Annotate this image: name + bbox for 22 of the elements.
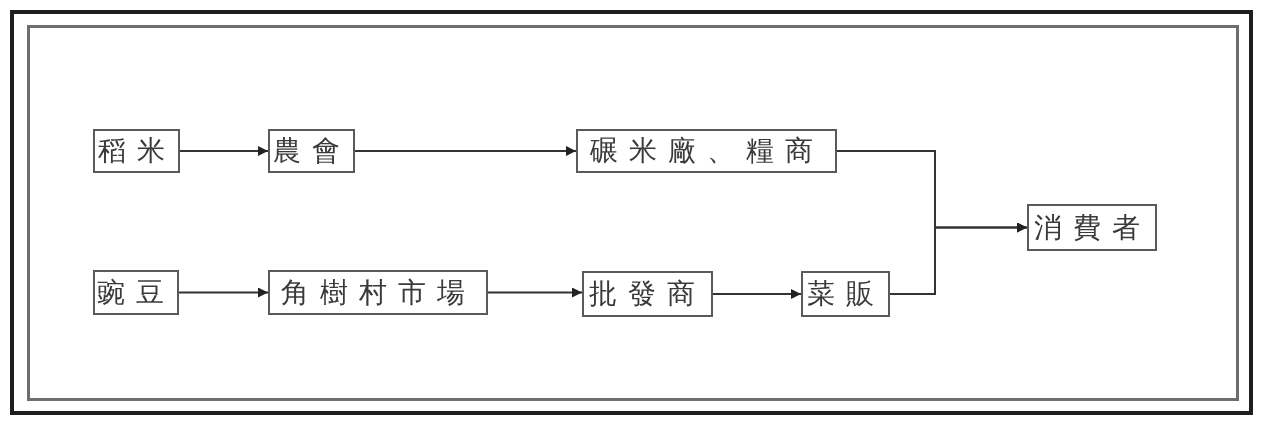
process-box (93, 129, 180, 173)
process-box (576, 129, 837, 173)
box-label: 批發商 (589, 280, 706, 308)
process-box (1027, 204, 1157, 251)
box-label: 農會 (272, 137, 351, 165)
box-label: 消費者 (1033, 213, 1151, 242)
process-box (93, 270, 179, 315)
arrow (712, 289, 802, 299)
arrow (354, 146, 577, 156)
process-box (582, 271, 713, 317)
arrow (178, 287, 269, 298)
process-box (801, 271, 890, 317)
box-label: 豌豆 (97, 278, 175, 307)
box-label: 角樹村市場 (280, 278, 476, 307)
box-label: 碾米廠、糧商 (589, 137, 824, 165)
arrow (179, 146, 269, 156)
process-box (268, 129, 355, 173)
process-box (268, 270, 488, 315)
box-label: 稻米 (97, 137, 176, 165)
arrow (889, 222, 1028, 295)
arrow (487, 287, 583, 298)
box-label: 菜販 (806, 280, 885, 308)
